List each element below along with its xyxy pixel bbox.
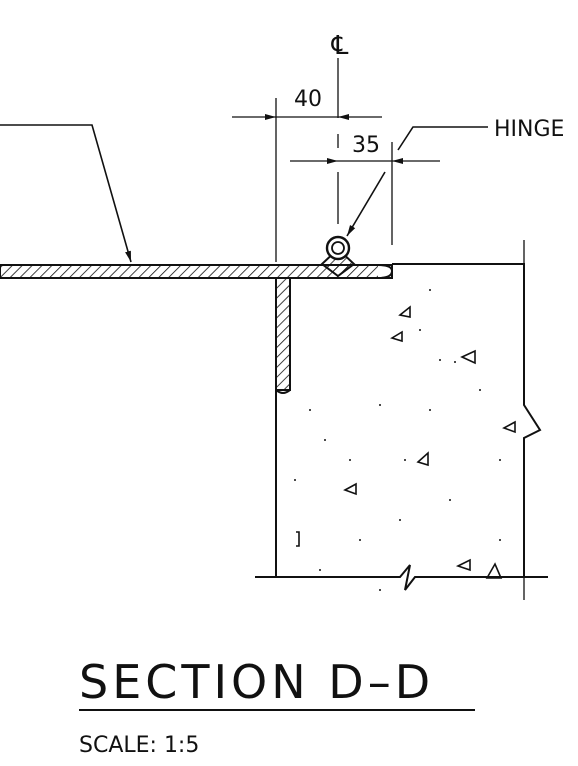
dimension-40: 40 bbox=[232, 87, 382, 120]
hinge-leader bbox=[346, 126, 488, 237]
aggregate-marks bbox=[343, 305, 516, 579]
scale-label: SCALE: 1:5 bbox=[79, 733, 199, 758]
dimension-35: 35 bbox=[290, 133, 440, 164]
section-title: SECTION D–D bbox=[79, 655, 434, 709]
dimension-label: 35 bbox=[352, 133, 380, 158]
hinge bbox=[320, 235, 356, 278]
dimension-label: 40 bbox=[294, 87, 322, 112]
aggregate-dots bbox=[294, 289, 501, 591]
hinge-label: HINGE bbox=[494, 117, 564, 142]
centerline-symbol: ℄ bbox=[331, 31, 349, 61]
concrete-block bbox=[255, 240, 548, 600]
plate-leader bbox=[0, 124, 132, 263]
angle-leg bbox=[275, 277, 291, 394]
cover-plate bbox=[0, 264, 394, 279]
